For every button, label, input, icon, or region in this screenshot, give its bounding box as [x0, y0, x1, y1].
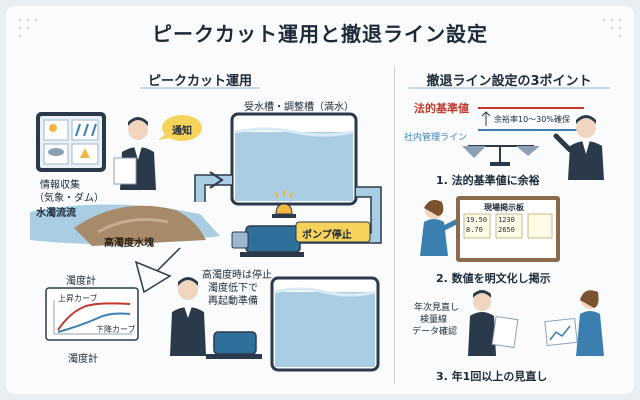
manager-figure-icon [553, 115, 604, 180]
legal-line-label: 法的基準値 [414, 102, 469, 115]
info-tablet-icon [36, 112, 106, 172]
fall-curve-label: 下降カーブ [96, 325, 136, 334]
pump-stop-badge [295, 221, 371, 243]
lower-tank-icon [270, 276, 380, 372]
review-note-line-2: 検量線 [420, 315, 448, 325]
right-heading: 撤退ライン設定の3ポイント [426, 74, 592, 89]
stop-note-line-3: 再起動準備 [208, 296, 258, 307]
pump-icon [231, 225, 304, 257]
review-note-line-3: データ確認 [412, 327, 458, 337]
river-icon [30, 204, 220, 246]
page-title: ピークカット運用と撤退ライン設定 [152, 22, 488, 46]
left-heading: ピークカット運用 [147, 74, 252, 89]
site-board-icon [456, 196, 560, 262]
stop-note-line-1: 高濁度時は停止 [202, 270, 272, 281]
threshold-lines [478, 107, 584, 131]
pump-stop-label: ポンプ停止 [302, 230, 352, 241]
dot-pattern-icon [18, 18, 622, 38]
point-1-label: 1. 法的基準値に余裕 [436, 174, 540, 187]
rise-curve-label: 上昇カーブ [58, 294, 98, 303]
turbidity-meter-label-2: 濁度計 [68, 354, 98, 365]
reviewer-figure-icon [468, 290, 519, 356]
turbid-mass-label: 高濁度水塊 [104, 238, 154, 249]
info-sub-label: （気象・ダム） [34, 193, 104, 204]
analyst-figure-icon [544, 290, 604, 356]
board-value-3: 1230 [498, 216, 515, 224]
warning-light-icon [272, 190, 296, 218]
stop-note-line-2: 濁度低下で [208, 283, 258, 294]
operator-figure-icon [170, 277, 206, 356]
river-flow-label: 水濁流流 [36, 208, 76, 219]
staff-figure-icon [420, 200, 463, 256]
point-3-label: 3. 年1回以上の見直し [436, 370, 548, 383]
board-title: 現場掲示板 [484, 203, 524, 212]
lower-pump-icon [206, 331, 262, 359]
margin-label: 余裕率10〜30%確保 [494, 115, 570, 124]
upper-tank-icon [230, 112, 358, 206]
turbidity-graph [45, 287, 139, 341]
notify-bubble-icon [158, 115, 202, 141]
board-value-2: 8.70 [466, 226, 483, 234]
review-note-line-1: 年次見直し [414, 303, 460, 313]
board-value-1: 19.50 [466, 216, 488, 224]
engineer-figure-icon [113, 117, 156, 190]
point-2-label: 2. 数値を明文化し掲示 [436, 272, 551, 285]
notify-label: 通知 [172, 126, 192, 137]
down-arrow-icon [134, 260, 172, 294]
board-value-4: 2650 [498, 226, 515, 234]
tank-label: 受水槽・調整槽（満水） [244, 102, 354, 113]
section-divider [394, 66, 395, 384]
info-collection-label: 情報収集 [40, 180, 80, 191]
internal-line-label: 社内管理ライン [404, 133, 468, 143]
flow-arrow-icon [209, 171, 224, 189]
turbidity-meter-label: 濁度計 [66, 276, 96, 287]
balance-scale-icon [462, 145, 540, 166]
